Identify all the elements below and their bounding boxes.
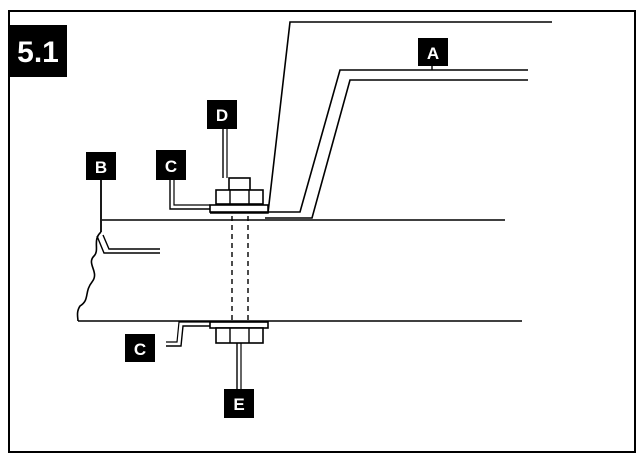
label-b-box	[86, 152, 116, 180]
figure-number-badge	[10, 25, 67, 77]
panel-a-strip-lower	[265, 79, 528, 219]
panel-a-outer-line	[210, 21, 552, 214]
figure-frame	[8, 10, 636, 453]
leader-c-bottom	[166, 325, 210, 347]
figure-number: 5.1	[17, 36, 59, 69]
label-d: D	[216, 106, 228, 125]
nut-e	[215, 327, 264, 344]
label-a: A	[427, 44, 439, 63]
washer-top	[209, 204, 269, 213]
panel-b-flange	[96, 235, 160, 254]
label-d-box	[207, 100, 237, 129]
label-c-bottom: C	[134, 340, 146, 359]
panel-b-break-line	[76, 231, 102, 322]
label-c-top-box	[156, 150, 186, 180]
label-a-box	[418, 38, 448, 66]
label-e: E	[233, 395, 244, 414]
leader-c-top	[169, 180, 210, 210]
panel-a-strip-upper	[265, 69, 528, 213]
bolt-head-d	[215, 177, 264, 205]
washer-bottom	[209, 321, 269, 329]
leader-c-top-inner	[173, 180, 210, 206]
label-c-top: C	[165, 157, 177, 176]
leader-c-bottom-inner	[166, 321, 210, 343]
label-e-box	[224, 389, 254, 418]
panel-b-flange-inner	[102, 234, 160, 250]
label-b: B	[95, 158, 107, 177]
label-c-bottom-box	[125, 334, 155, 362]
